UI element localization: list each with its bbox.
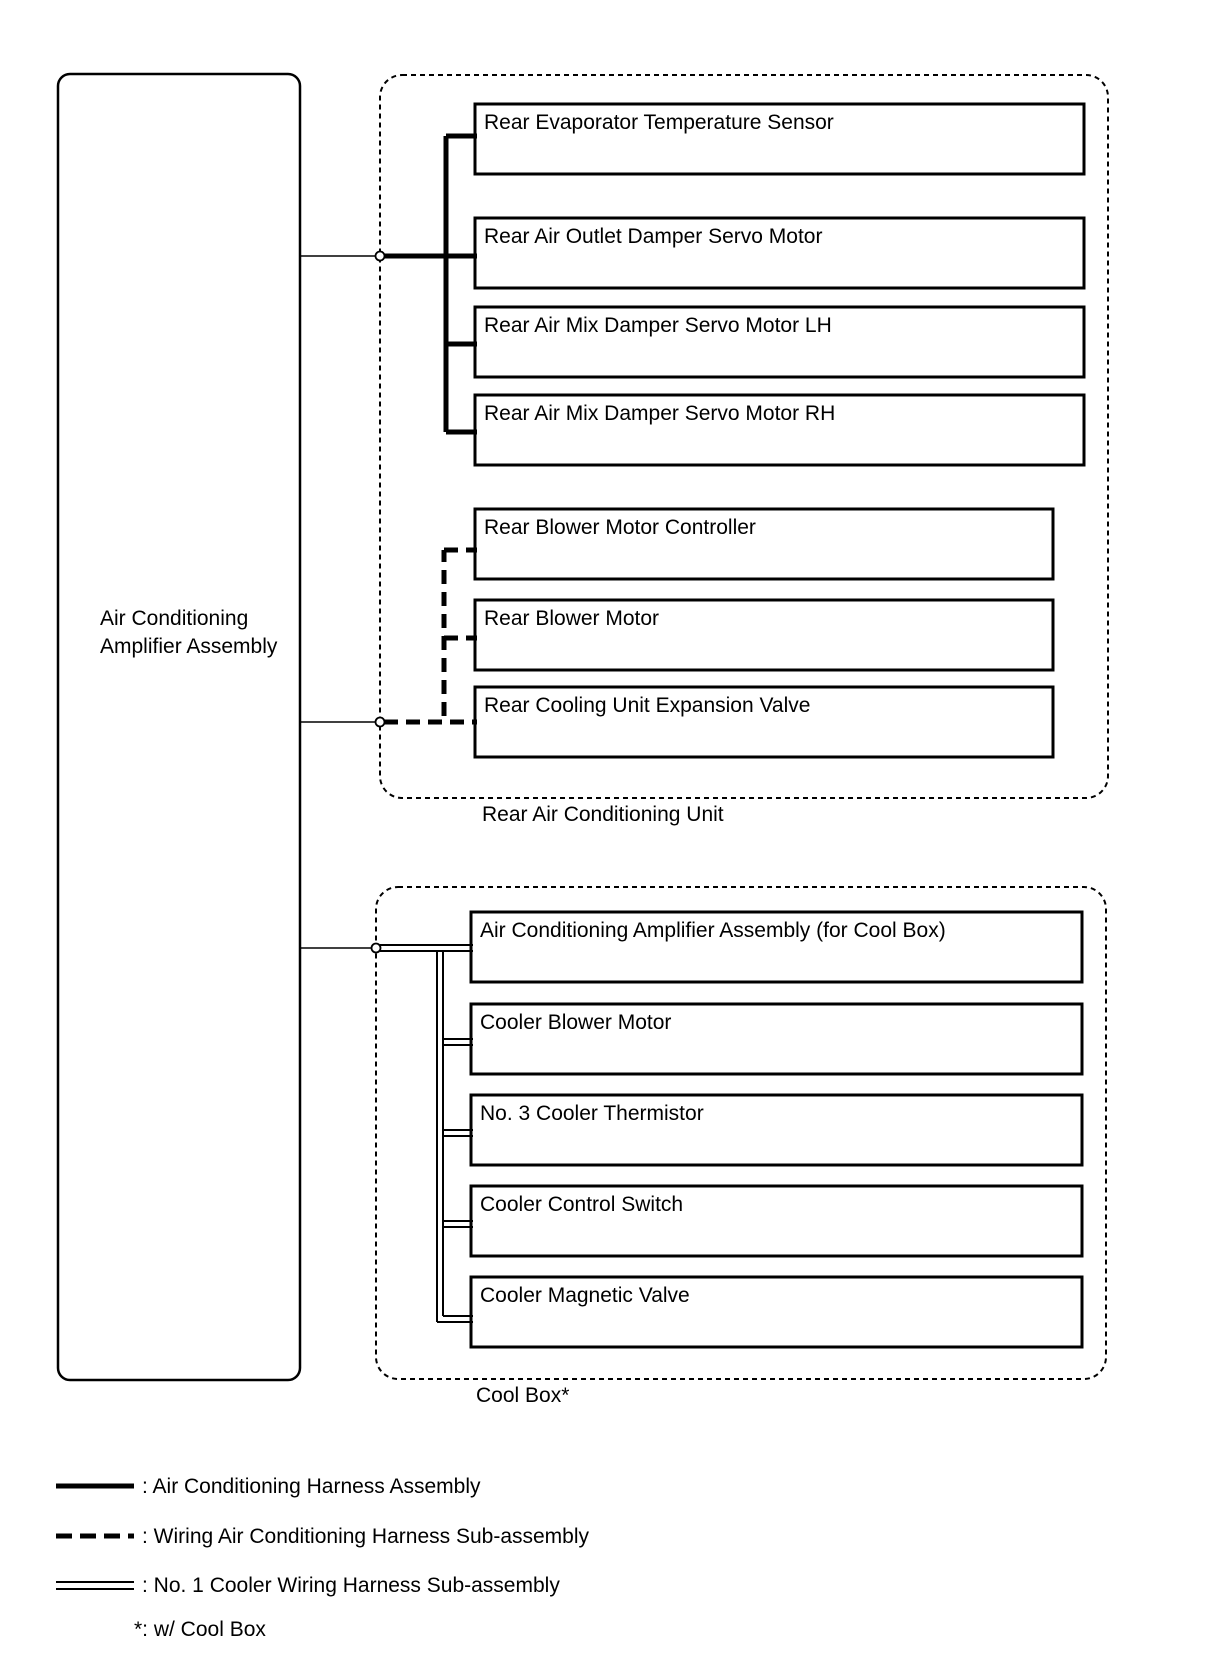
legend-solid-label: : Air Conditioning Harness Assembly — [142, 1475, 481, 1498]
rear-unit-container — [379, 74, 1109, 799]
dashed-harness — [384, 547, 477, 725]
component-label: Rear Evaporator Temperature Sensor — [484, 111, 834, 134]
cool-box-caption: Cool Box* — [476, 1384, 570, 1407]
rear-unit-caption: Rear Air Conditioning Unit — [482, 803, 724, 826]
component-label: Rear Blower Motor Controller — [484, 516, 756, 539]
component-box — [473, 598, 1055, 672]
amplifier-box — [56, 72, 302, 1382]
legend-double-text: No. 1 Cooler Wiring Harness Sub-assembly — [153, 1574, 560, 1597]
double-harness — [380, 944, 473, 1323]
component-label: Rear Blower Motor — [484, 607, 660, 630]
component-label: No. 3 Cooler Thermistor — [480, 1102, 704, 1125]
component-label: Rear Air Outlet Damper Servo Motor — [484, 225, 823, 248]
component-box — [473, 102, 1086, 176]
component-label: Cooler Blower Motor — [480, 1011, 672, 1034]
legend-dashed-text: Wiring Air Conditioning Harness Sub-asse… — [153, 1525, 590, 1548]
solid-harness — [384, 133, 477, 435]
connector-dot — [370, 942, 382, 954]
legend-dashed-label: : Wiring Air Conditioning Harness Sub-as… — [142, 1525, 590, 1548]
component-label: Rear Air Mix Damper Servo Motor LH — [484, 314, 832, 337]
connector-dot — [374, 250, 386, 262]
component-box — [469, 1275, 1084, 1349]
component-box — [473, 216, 1086, 290]
legend-note: *: w/ Cool Box — [134, 1618, 266, 1641]
component-label: Air Conditioning Amplifier Assembly (for… — [480, 919, 946, 942]
connector-dot — [374, 716, 386, 728]
legend-double-label: : No. 1 Cooler Wiring Harness Sub-assemb… — [142, 1574, 560, 1597]
cool-box-container — [375, 886, 1107, 1380]
legend-solid-text: Air Conditioning Harness Assembly — [152, 1475, 481, 1498]
component-box — [473, 507, 1055, 581]
component-label: Cooler Control Switch — [480, 1193, 684, 1216]
component-label: Cooler Magnetic Valve — [480, 1284, 690, 1307]
component-label: Rear Air Mix Damper Servo Motor RH — [484, 402, 836, 425]
component-box — [469, 910, 1084, 984]
amplifier-title: Air Conditioning Amplifier Assembly — [100, 607, 278, 658]
component-label: Rear Cooling Unit Expansion Valve — [484, 694, 811, 717]
